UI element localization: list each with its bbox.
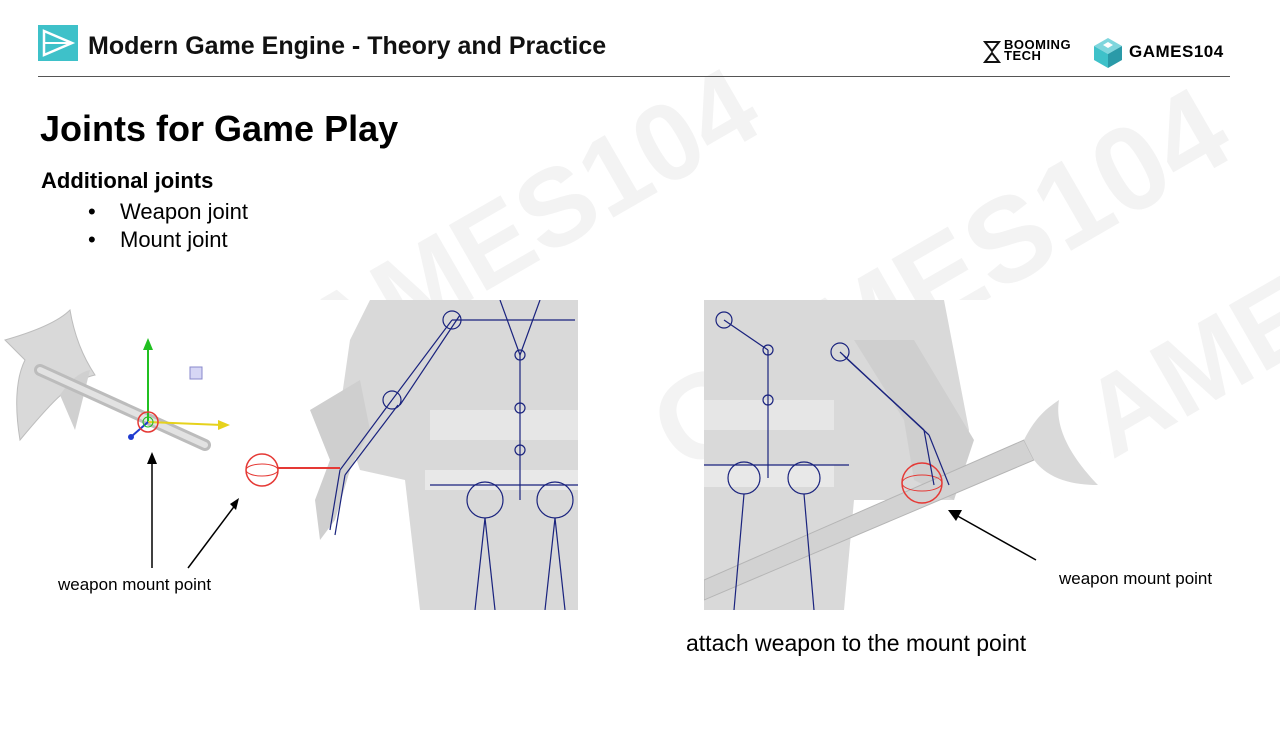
brand-games104: GAMES104 <box>1129 42 1224 61</box>
course-logo-icon <box>38 25 78 61</box>
booming-tech-logo-icon <box>982 40 1002 69</box>
pointer-arrow-right <box>940 500 1040 570</box>
bullet-text: Weapon joint <box>120 199 249 224</box>
section-heading: Additional joints <box>41 168 214 193</box>
character-attached-weapon-figure <box>704 300 1100 610</box>
character-skeleton-figure-left <box>230 300 578 610</box>
bullet-text: Mount joint <box>120 227 228 252</box>
brand-booming-line1: BOOMING <box>1004 37 1072 52</box>
brand-booming-line2: TECH <box>1004 48 1042 63</box>
header-divider <box>38 76 1230 77</box>
slide-title: Joints for Game Play <box>40 108 399 149</box>
bullet-glyph: • <box>88 199 96 224</box>
bullet-glyph: • <box>88 227 96 252</box>
brand-booming-tech: BOOMING TECH <box>1004 37 1072 63</box>
caption-weapon-mount-left: weapon mount point <box>58 575 212 594</box>
pointer-arrows-left <box>140 450 250 580</box>
games-cube-icon <box>1092 36 1124 75</box>
bullet-mount-joint: • Mount joint <box>88 227 228 253</box>
attach-caption: attach weapon to the mount point <box>686 630 1027 656</box>
header-title: Modern Game Engine - Theory and Practice <box>88 32 607 60</box>
caption-weapon-mount-right: weapon mount point <box>1059 569 1213 588</box>
bullet-weapon-joint: • Weapon joint <box>88 199 248 225</box>
axe-weapon-figure <box>0 300 330 470</box>
